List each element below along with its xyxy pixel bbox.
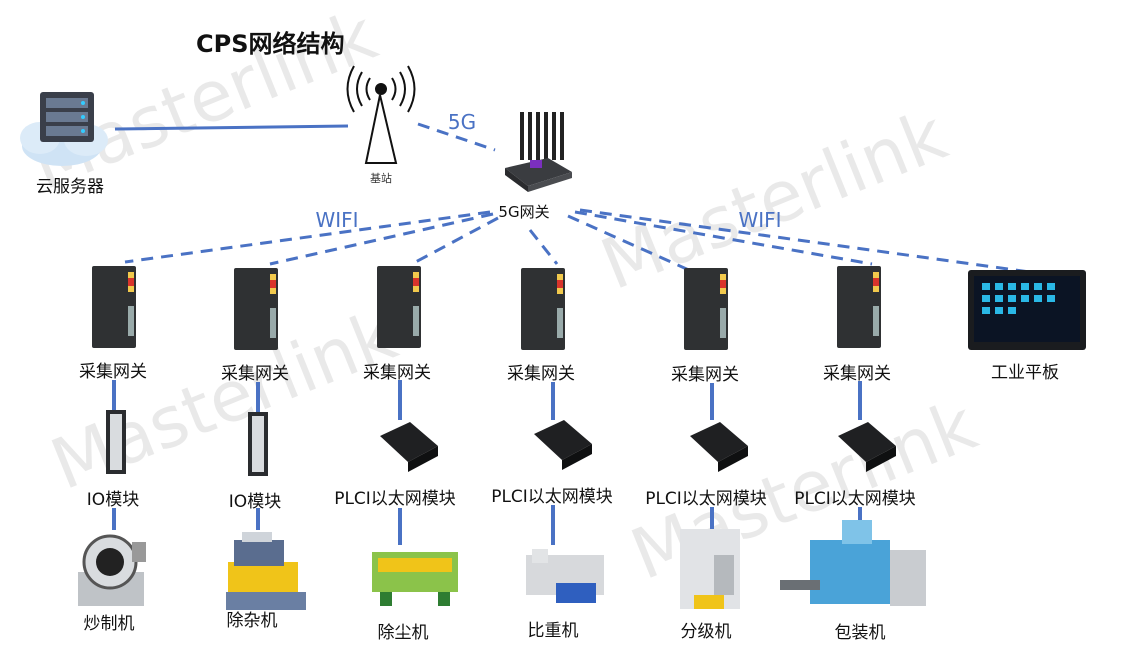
machine-label: 除杂机 — [226, 611, 278, 631]
dust-removal-machine-icon — [372, 552, 458, 606]
wifi-link — [269, 212, 494, 266]
wifi-label-left: WIFI — [315, 208, 359, 232]
roasting-machine-icon — [78, 534, 146, 606]
wifi-link — [528, 229, 559, 265]
machine-label: 除尘机 — [377, 623, 429, 643]
io-module-icon — [248, 412, 268, 476]
collection-gateway-icon — [837, 266, 881, 348]
5g-link-label: 5G — [447, 110, 477, 134]
cloud-server-icon — [20, 92, 108, 166]
module-label: IO模块 — [86, 490, 140, 510]
gravity-separator-icon — [526, 549, 604, 603]
wifi-links — [124, 208, 1031, 285]
machine-label: 分级机 — [680, 622, 732, 642]
plc-ethernet-module-icon — [380, 422, 438, 472]
wifi-link — [574, 210, 873, 266]
impurity-removal-machine-icon — [226, 532, 306, 610]
base-station-label: 基站 — [370, 172, 392, 185]
wifi-link — [579, 208, 1031, 274]
tablet-label: 工业平板 — [991, 363, 1059, 383]
machine-label: 包装机 — [834, 623, 886, 643]
module-label: PLCI以太网模块 — [334, 489, 456, 509]
packaging-machine-icon — [780, 520, 926, 606]
gateway-label: 采集网关 — [363, 363, 431, 383]
wifi-link — [567, 214, 719, 285]
collection-gateway-icon — [234, 268, 278, 350]
link-cloud-station — [114, 124, 349, 131]
gateway-label: 采集网关 — [221, 364, 289, 384]
5g-gateway-icon — [505, 112, 572, 192]
module-label: IO模块 — [228, 492, 282, 512]
machine-label: 炒制机 — [83, 614, 135, 634]
gateway-label: 采集网关 — [507, 364, 575, 384]
wifi-link — [409, 216, 499, 267]
base-station-icon — [346, 65, 416, 164]
link-5g — [417, 122, 496, 152]
cloud-server-label: 云服务器 — [36, 177, 104, 197]
plc-ethernet-module-icon — [690, 422, 748, 472]
module-label: PLCI以太网模块 — [645, 489, 767, 509]
module-label: PLCI以太网模块 — [491, 487, 613, 507]
plc-ethernet-module-icon — [838, 422, 896, 472]
plc-ethernet-module-icon — [534, 420, 592, 470]
io-module-icon — [106, 410, 126, 474]
collection-gateway-icon — [377, 266, 421, 348]
industrial-tablet-icon — [968, 270, 1086, 350]
machine-label: 比重机 — [527, 621, 579, 641]
module-label: PLCI以太网模块 — [794, 489, 916, 509]
collection-gateway-icon — [521, 268, 565, 350]
collection-gateway-icon — [684, 268, 728, 350]
wifi-link — [124, 210, 491, 264]
5g-gateway-label: 5G网关 — [498, 203, 550, 221]
wifi-label-right: WIFI — [738, 208, 782, 232]
gateway-label: 采集网关 — [79, 362, 147, 382]
collection-gateway-icon — [92, 266, 136, 348]
grading-machine-icon — [680, 529, 740, 609]
gateway-label: 采集网关 — [823, 364, 891, 384]
page-title: CPS网络结构 — [196, 30, 345, 58]
gateway-label: 采集网关 — [671, 365, 739, 385]
